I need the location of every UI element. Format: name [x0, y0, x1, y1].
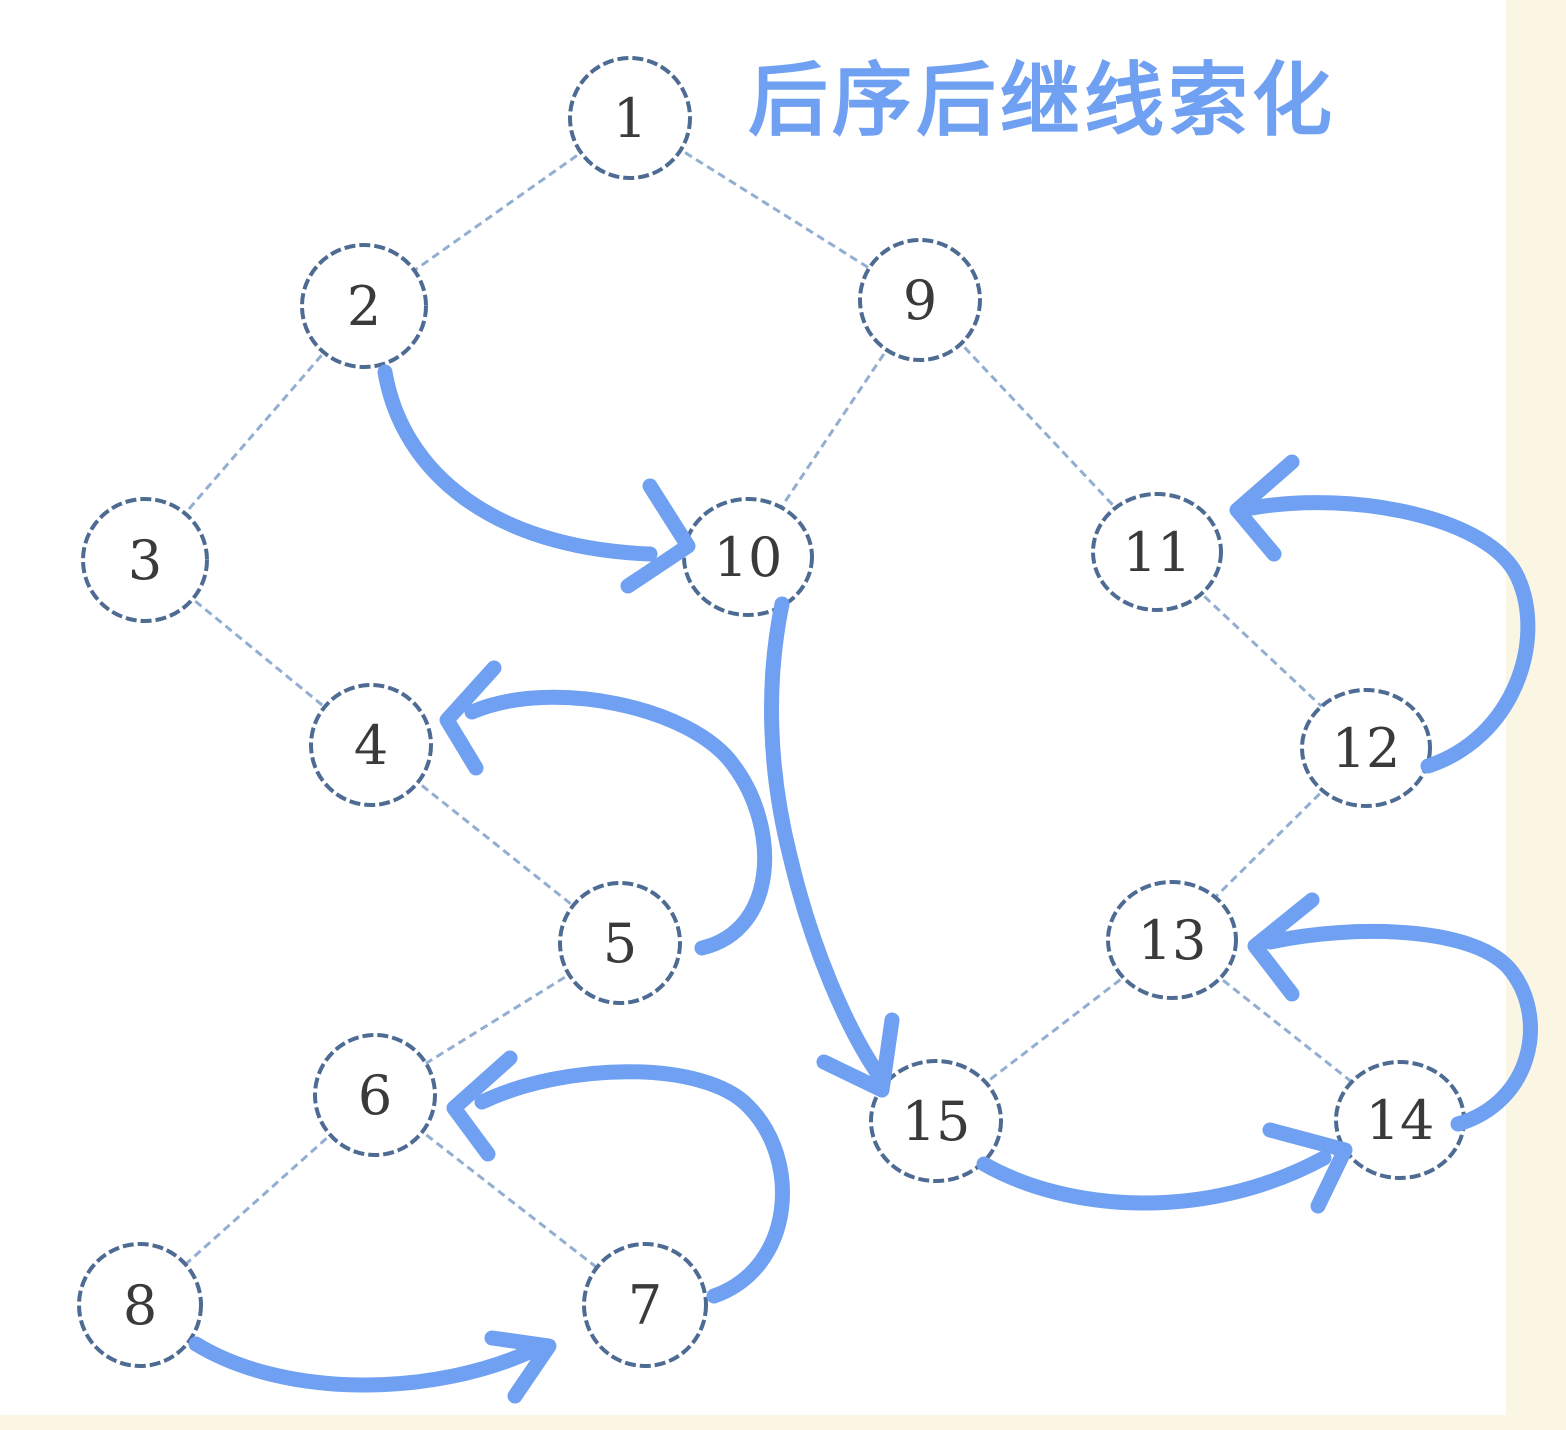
diagram-title: 后序后继线索化	[748, 54, 1336, 147]
node-circle-13	[1106, 880, 1238, 1000]
node-label-7: 7	[628, 1274, 662, 1337]
tree-edge-13-14	[1171, 938, 1401, 1122]
thread-arrow-12-11	[1244, 495, 1536, 774]
node-circle-7	[582, 1242, 708, 1368]
node-label-12: 12	[1332, 717, 1401, 780]
page-right-margin	[1506, 0, 1566, 1430]
thread-arrowhead-5-4	[439, 660, 502, 776]
node-circle-2	[300, 243, 428, 369]
tree-edge-3-4	[144, 558, 372, 747]
node-label-15: 15	[902, 1090, 971, 1153]
node-label-4: 4	[354, 714, 388, 777]
node-circle-8	[77, 1242, 203, 1368]
tree-node-5: 5	[558, 881, 682, 1005]
node-circle-12	[1300, 688, 1432, 808]
node-label-9: 9	[903, 269, 937, 332]
thread-arrow-14-13	[1262, 923, 1538, 1132]
node-circle-1	[568, 56, 692, 180]
tree-node-13: 13	[1106, 880, 1238, 1000]
node-label-3: 3	[128, 529, 162, 592]
tree-node-6: 6	[313, 1033, 437, 1157]
tree-node-7: 7	[582, 1242, 708, 1368]
node-label-14: 14	[1366, 1089, 1435, 1152]
thread-arrowhead-15-14	[1262, 1122, 1353, 1214]
tree-node-4: 4	[309, 683, 433, 807]
tree-node-11: 11	[1091, 492, 1223, 612]
thread-arrowhead-14-13	[1247, 892, 1320, 1002]
tree-node-15: 15	[869, 1059, 1003, 1183]
node-label-13: 13	[1138, 909, 1207, 972]
node-label-5: 5	[603, 912, 637, 975]
tree-node-10: 10	[682, 497, 814, 617]
tree-node-1: 1	[568, 56, 692, 180]
node-circle-10	[682, 497, 814, 617]
tree-node-2: 2	[300, 243, 428, 369]
tree-node-12: 12	[1300, 688, 1432, 808]
node-circle-4	[309, 683, 433, 807]
thread-arrow-15-14	[976, 1150, 1332, 1211]
node-label-10: 10	[714, 526, 783, 589]
node-circle-5	[558, 881, 682, 1005]
tree-node-9: 9	[858, 238, 982, 362]
tree-node-3: 3	[81, 497, 209, 623]
thread-arrowhead-12-11	[1229, 454, 1300, 562]
thread-arrowhead-8-7	[484, 1330, 557, 1404]
node-circle-11	[1091, 492, 1223, 612]
thread-arrowhead-2-10	[620, 478, 696, 594]
tree-node-14: 14	[1334, 1060, 1466, 1180]
thread-arrow-7-6	[474, 1064, 790, 1304]
thread-arrow-5-4	[464, 689, 773, 956]
node-circle-15	[869, 1059, 1003, 1183]
thread-arrow-10-15	[764, 596, 886, 1082]
node-label-1: 1	[613, 87, 647, 150]
thread-arrowhead-7-6	[446, 1050, 518, 1162]
thread-arrow-2-10	[377, 364, 658, 562]
node-circle-6	[313, 1033, 437, 1157]
node-label-8: 8	[123, 1274, 157, 1337]
node-circle-9	[858, 238, 982, 362]
layer-thread-arrows	[188, 364, 1538, 1404]
node-label-6: 6	[358, 1064, 392, 1127]
node-circle-3	[81, 497, 209, 623]
page-bottom-margin	[0, 1415, 1566, 1430]
node-label-11: 11	[1123, 521, 1192, 584]
node-label-2: 2	[347, 275, 381, 338]
thread-arrow-8-7	[188, 1336, 546, 1393]
thread-arrowhead-10-15	[816, 1012, 900, 1098]
tree-node-8: 8	[77, 1242, 203, 1368]
